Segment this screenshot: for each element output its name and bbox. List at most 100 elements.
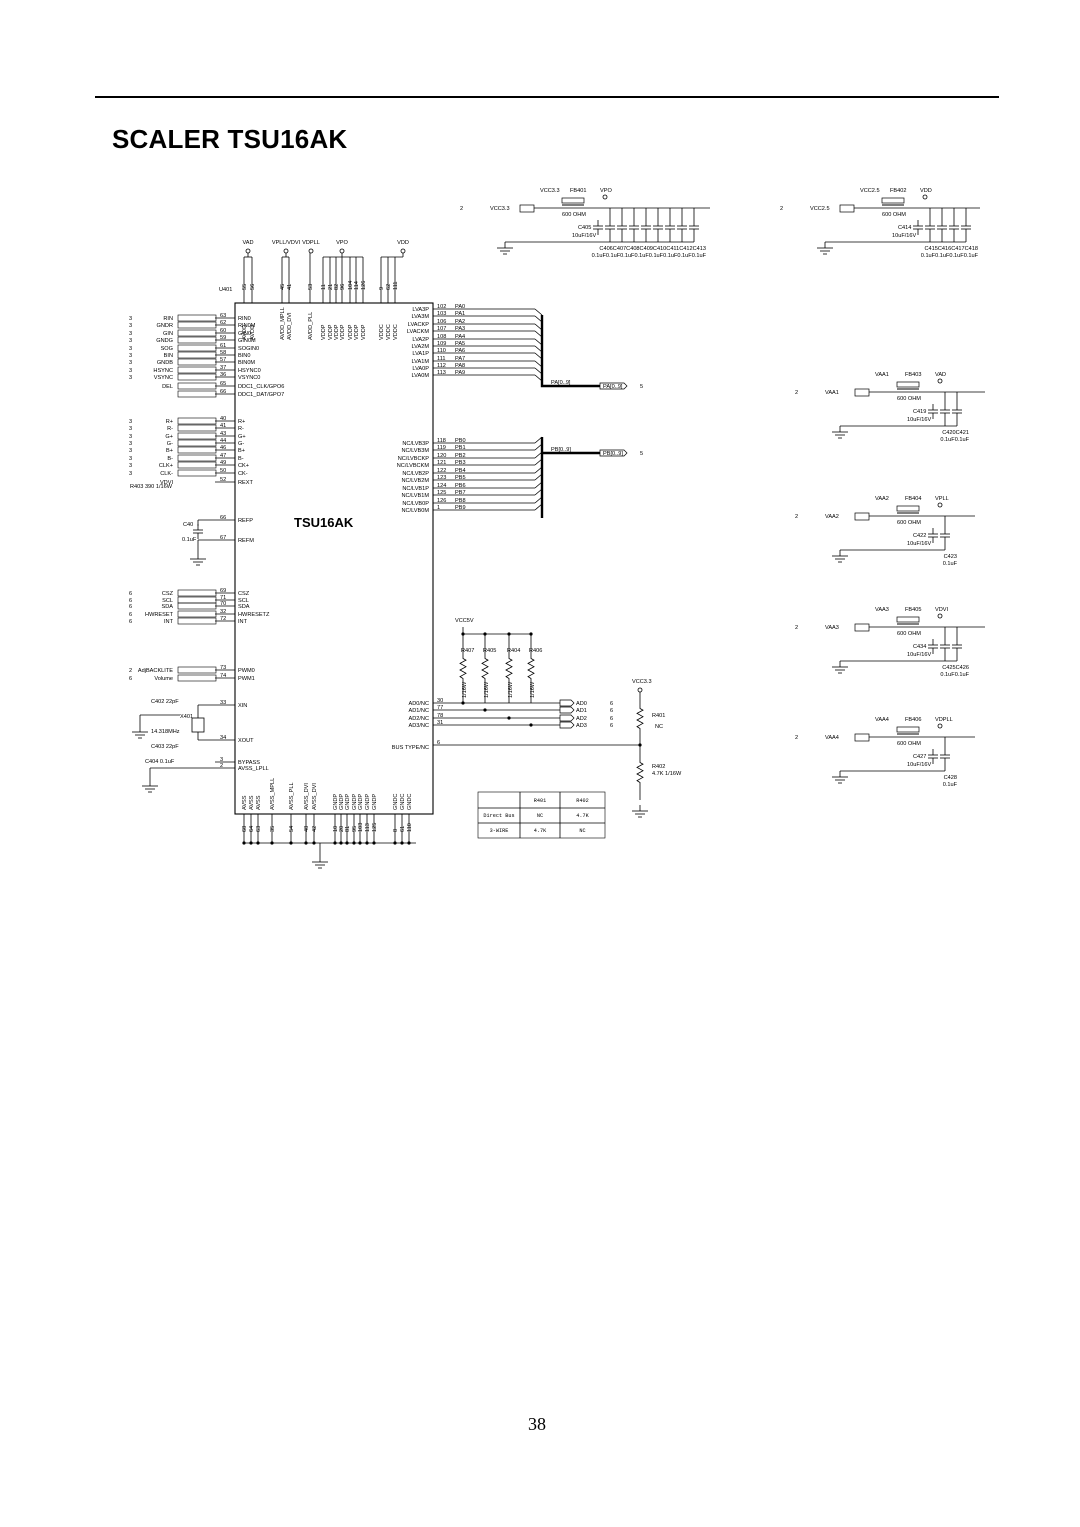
left-pin-number: 61 (220, 343, 226, 349)
ferrite-ref: FB405 (905, 607, 921, 613)
supply-in-port (854, 512, 870, 521)
left-pin-number: 33 (220, 700, 226, 706)
bus-a (540, 315, 600, 388)
rail-label-vdpll: VDPLL (302, 240, 320, 246)
supply-in-label: VCC3.3 (490, 206, 510, 212)
right-pin-number: 124 (437, 483, 446, 489)
page-number: 38 (528, 1414, 546, 1434)
rail-label-vad: VAD (242, 240, 253, 246)
right-pin-number: 111 (437, 356, 446, 362)
junction-dot (393, 841, 397, 845)
pullup-ref: R404 (507, 648, 520, 654)
offpage-port (177, 314, 217, 322)
left-pin-name: SDA (238, 604, 250, 610)
supply-in-port (519, 204, 535, 213)
left-pin-number: 59 (220, 335, 226, 341)
bus-a-port (599, 382, 628, 390)
top-pin-name: AVDD_MPLL (280, 307, 286, 340)
bottom-pin-name: GNDP (365, 794, 371, 810)
bus-a-sheet: 5 (640, 384, 643, 390)
decoupling-refs: C420C421 (942, 430, 969, 436)
left-pin-number: 66 (220, 515, 226, 521)
offpage-port (177, 469, 217, 477)
decoupling-refs: C425C426 (942, 665, 969, 671)
resistor (505, 634, 513, 703)
table-cell: 4.7K (534, 828, 547, 834)
junction-dot (289, 841, 293, 845)
sheet-ref: 3 (129, 323, 132, 329)
crystal-ref: X401 (180, 714, 193, 720)
supply-out-label: VAD (935, 372, 946, 378)
r401-value: NC (655, 724, 663, 730)
offpage-port (177, 329, 217, 337)
bottom-pin-name: GNDP (339, 794, 345, 810)
left-pin-number: 47 (220, 453, 226, 459)
left-pin-number: 32 (220, 609, 226, 615)
left-pin-name: DDC1_CLK/GPO6 (238, 384, 284, 390)
left-net-label: G+ (165, 434, 173, 440)
ad-sheet: 6 (610, 708, 613, 714)
bypass-cap: C404 0.1uF (145, 759, 175, 765)
bulk-cap-ref: C434 (913, 644, 926, 650)
top-pin-number: 104 (348, 281, 354, 290)
supply-in-rail: VAA1 (875, 372, 889, 378)
sheet-ref: 6 (129, 604, 132, 610)
left-net-label: HSYNC (153, 368, 173, 374)
decoupling-refs: C406C407C408C409C410C411C412C413 (599, 246, 706, 252)
bottom-pin-name: AVSS_PLL (289, 782, 295, 810)
junction-dot (345, 841, 349, 845)
ferrite-value: 600 OHM (882, 212, 906, 218)
table-header: R401 (534, 798, 546, 804)
left-pin-name: G- (238, 441, 244, 447)
left-net-label: SOG (161, 346, 173, 352)
right-pin-number: 113 (437, 370, 446, 376)
bottom-pin-number: 81 (345, 826, 351, 832)
bottom-pin-number: 125 (372, 823, 378, 832)
offpage-port (177, 596, 217, 604)
bulk-cap-ref: C405 (578, 225, 591, 231)
supply-in-port (839, 204, 855, 213)
refcap-ref: C40 (183, 522, 193, 528)
decoupling-values: 0.1uF (943, 561, 958, 567)
table-cell: Direct Bus (483, 813, 514, 819)
top-pin-name: VDDP (328, 324, 334, 340)
top-pin-name: VDDP (361, 324, 367, 340)
bottom-pin-name: AVSS (256, 795, 262, 810)
bottom-pin-name: AVSS_DVI (304, 783, 310, 810)
left-net-label: Volume (154, 676, 173, 682)
ferrite-ref: FB401 (570, 188, 586, 194)
junction-dot (483, 708, 487, 712)
page-title: SCALER TSU16AK (112, 124, 348, 154)
ferrite-bead (896, 505, 920, 512)
pullup-ref: R405 (483, 648, 496, 654)
left-net-label: CSZ (162, 591, 174, 597)
bottom-pin-name: GNDP (372, 794, 378, 810)
sheet-ref: 6 (129, 591, 132, 597)
left-pin-name: R+ (238, 419, 245, 425)
left-pin-name: G+ (238, 434, 246, 440)
right-pin-number: 125 (437, 490, 446, 496)
bulk-cap-ref: C419 (913, 409, 926, 415)
supply-sheet: 2 (460, 206, 463, 212)
sheet-ref: 3 (129, 360, 132, 366)
decoupling-values: 0.1uF0.1uF0.1uF0.1uF (921, 253, 979, 259)
rail-terminal (937, 723, 943, 729)
right-pin-number: 126 (437, 498, 446, 504)
supply-in-label: VAA4 (825, 735, 839, 741)
right-pin-number: 122 (437, 468, 446, 474)
left-pin-name: BIN0M (238, 360, 255, 366)
ferrite-bead (896, 726, 920, 733)
chip-name: TSU16AK (294, 515, 354, 530)
left-pin-name: CK- (238, 471, 248, 477)
left-net-label: BIN (164, 353, 173, 359)
left-pin-name: BIN0 (238, 353, 250, 359)
junction-dot (358, 841, 362, 845)
sheet-ref: 3 (129, 353, 132, 359)
ad-pin-name: AD0/NC (408, 701, 429, 707)
left-pin-number: 50 (220, 468, 226, 474)
left-pin-number: 37 (220, 365, 226, 371)
left-pin-name: DDC1_DAT/GPO7 (238, 392, 284, 398)
top-pin-number: 55 (242, 284, 248, 290)
